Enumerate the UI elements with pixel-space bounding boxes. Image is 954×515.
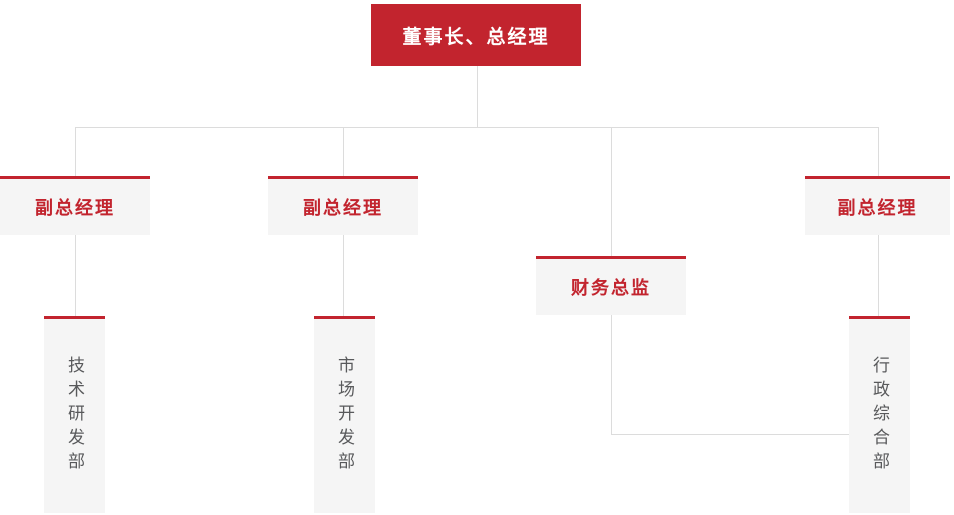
- node-admin-general-dept: 行政综合部: [849, 316, 910, 513]
- connector-manager-1-to-dept: [75, 235, 76, 316]
- node-finance-director-label: 财务总监: [571, 278, 651, 298]
- connector-finance-elbow-horizontal: [611, 434, 849, 435]
- connector-drop-manager-2: [343, 127, 344, 177]
- connector-drop-manager-1: [75, 127, 76, 177]
- node-deputy-gm-1-label: 副总经理: [35, 198, 115, 218]
- connector-manager-4-to-dept: [878, 235, 879, 316]
- node-deputy-gm-3: 副总经理: [805, 176, 950, 235]
- connector-drop-finance-director: [611, 127, 612, 257]
- connector-finance-elbow-vertical: [611, 315, 612, 435]
- node-chairman-general-manager-label: 董事长、总经理: [402, 26, 550, 48]
- node-tech-rd-dept-label: 技术研发部: [65, 356, 84, 476]
- node-deputy-gm-3-label: 副总经理: [837, 198, 918, 218]
- node-deputy-gm-2-label: 副总经理: [303, 198, 383, 218]
- connector-root-vertical: [477, 66, 478, 128]
- connector-drop-manager-4: [878, 127, 879, 177]
- node-market-dev-dept: 市场开发部: [314, 316, 375, 513]
- node-deputy-gm-1: 副总经理: [0, 176, 150, 235]
- node-deputy-gm-2: 副总经理: [268, 176, 418, 235]
- connector-main-horizontal: [75, 127, 879, 128]
- node-chairman-general-manager: 董事长、总经理: [371, 4, 581, 66]
- node-admin-general-dept-label: 行政综合部: [870, 356, 889, 476]
- node-finance-director: 财务总监: [536, 256, 686, 315]
- node-tech-rd-dept: 技术研发部: [44, 316, 105, 513]
- connector-manager-2-to-dept: [343, 235, 344, 316]
- node-market-dev-dept-label: 市场开发部: [335, 356, 354, 476]
